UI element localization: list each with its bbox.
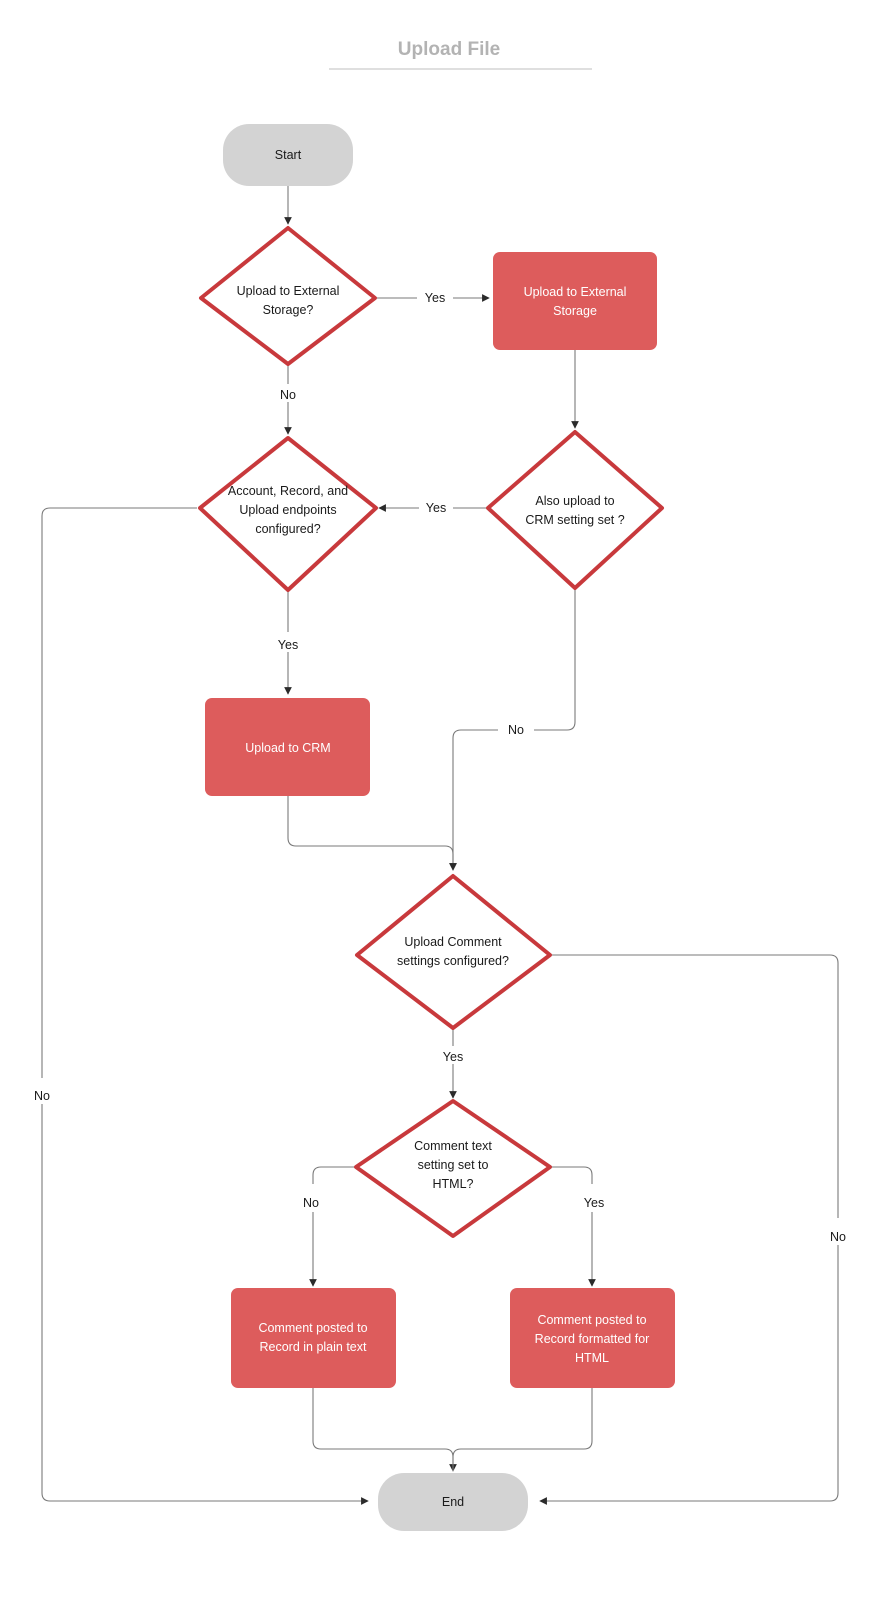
edge-crm-no-b: [449, 729, 498, 871]
comment-html-process-line1: Comment posted to: [537, 1313, 646, 1327]
upload-external-process-line1: Upload to External: [524, 285, 627, 299]
crm-setting-decision-line1: Also upload to: [535, 494, 614, 508]
edge-html-no-a: [312, 1166, 357, 1184]
edge-html-yes-a: [549, 1166, 593, 1184]
comment-plain-process-line1: Comment posted to: [258, 1321, 367, 1335]
edge-crm-box-to-comment-settings: [287, 796, 457, 871]
edge-label-endpoints-yes: Yes: [278, 638, 298, 652]
comment-plain-process-line2: Record in plain text: [259, 1340, 367, 1354]
edge-label-html-no: No: [303, 1196, 319, 1210]
start-shape: [223, 124, 353, 186]
comment-html-process-line3: HTML: [575, 1351, 609, 1365]
edge-label-endpoints-no: No: [34, 1089, 50, 1103]
endpoints-decision-shape: [198, 436, 378, 592]
endpoints-decision-line1: Account, Record, and: [228, 484, 348, 498]
edge-label-external-no: No: [280, 388, 296, 402]
node-upload-crm-process[interactable]: Upload to CRM: [205, 698, 370, 796]
comment-settings-decision-shape: [355, 874, 552, 1030]
comment-settings-decision-line2: settings configured?: [397, 954, 509, 968]
edge-label-html-yes: Yes: [584, 1196, 604, 1210]
upload-external-decision-shape: [199, 226, 377, 366]
upload-external-process-shape: [493, 252, 657, 350]
endpoints-decision-line3: configured?: [255, 522, 320, 536]
node-upload-external-process[interactable]: Upload to External Storage: [493, 252, 657, 350]
upload-external-process-line2: Storage: [553, 304, 597, 318]
edge-comment-settings-no-b: [539, 1245, 839, 1505]
node-comment-html-decision[interactable]: Comment text setting set to HTML?: [354, 1099, 552, 1238]
endpoints-decision-line2: Upload endpoints: [239, 503, 336, 517]
node-end[interactable]: End: [378, 1473, 528, 1531]
comment-settings-decision-line1: Upload Comment: [404, 935, 502, 949]
edge-label-comment-settings-no: No: [830, 1230, 846, 1244]
comment-html-decision-line3: HTML?: [433, 1177, 474, 1191]
edge-label-crm-no: No: [508, 723, 524, 737]
crm-setting-decision-shape: [486, 430, 664, 590]
crm-setting-decision-line2: CRM setting set ?: [525, 513, 624, 527]
edge-label-external-yes: Yes: [425, 291, 445, 305]
comment-html-process-shape: [510, 1288, 675, 1388]
comment-html-decision-line1: Comment text: [414, 1139, 492, 1153]
edge-comment-settings-no-a: [549, 954, 839, 1218]
upload-crm-process-shape: [205, 698, 370, 796]
comment-html-decision-line2: setting set to: [418, 1158, 489, 1172]
node-comment-html-process[interactable]: Comment posted to Record formatted for H…: [510, 1288, 675, 1388]
node-start[interactable]: Start: [223, 124, 353, 186]
edge-layer: Yes No Yes No Yes No Yes No: [34, 186, 846, 1505]
edge-html-to-end: [452, 1387, 593, 1471]
upload-crm-process-line1: Upload to CRM: [245, 741, 330, 755]
edge-endpoints-no-a: [41, 507, 197, 1078]
comment-html-decision-shape: [354, 1099, 552, 1238]
edge-endpoints-no-b: [41, 1104, 369, 1505]
edge-plain-to-end: [312, 1387, 457, 1472]
page-title: Upload File: [398, 39, 500, 60]
edge-label-comment-settings-yes: Yes: [443, 1050, 463, 1064]
end-shape: [378, 1473, 528, 1531]
node-crm-setting-decision[interactable]: Also upload to CRM setting set ?: [486, 430, 664, 590]
node-comment-plain-process[interactable]: Comment posted to Record in plain text: [231, 1288, 396, 1388]
upload-external-decision-line1: Upload to External: [237, 284, 340, 298]
edge-crm-no-a: [534, 588, 576, 731]
comment-plain-process-shape: [231, 1288, 396, 1388]
node-comment-settings-decision[interactable]: Upload Comment settings configured?: [355, 874, 552, 1030]
edge-label-crm-yes: Yes: [426, 501, 446, 515]
end-label: End: [442, 1495, 464, 1509]
start-label: Start: [275, 148, 302, 162]
node-endpoints-decision[interactable]: Account, Record, and Upload endpoints co…: [198, 436, 378, 592]
comment-html-process-line2: Record formatted for: [535, 1332, 650, 1346]
upload-external-decision-line2: Storage?: [263, 303, 314, 317]
node-upload-external-decision[interactable]: Upload to External Storage?: [199, 226, 377, 366]
